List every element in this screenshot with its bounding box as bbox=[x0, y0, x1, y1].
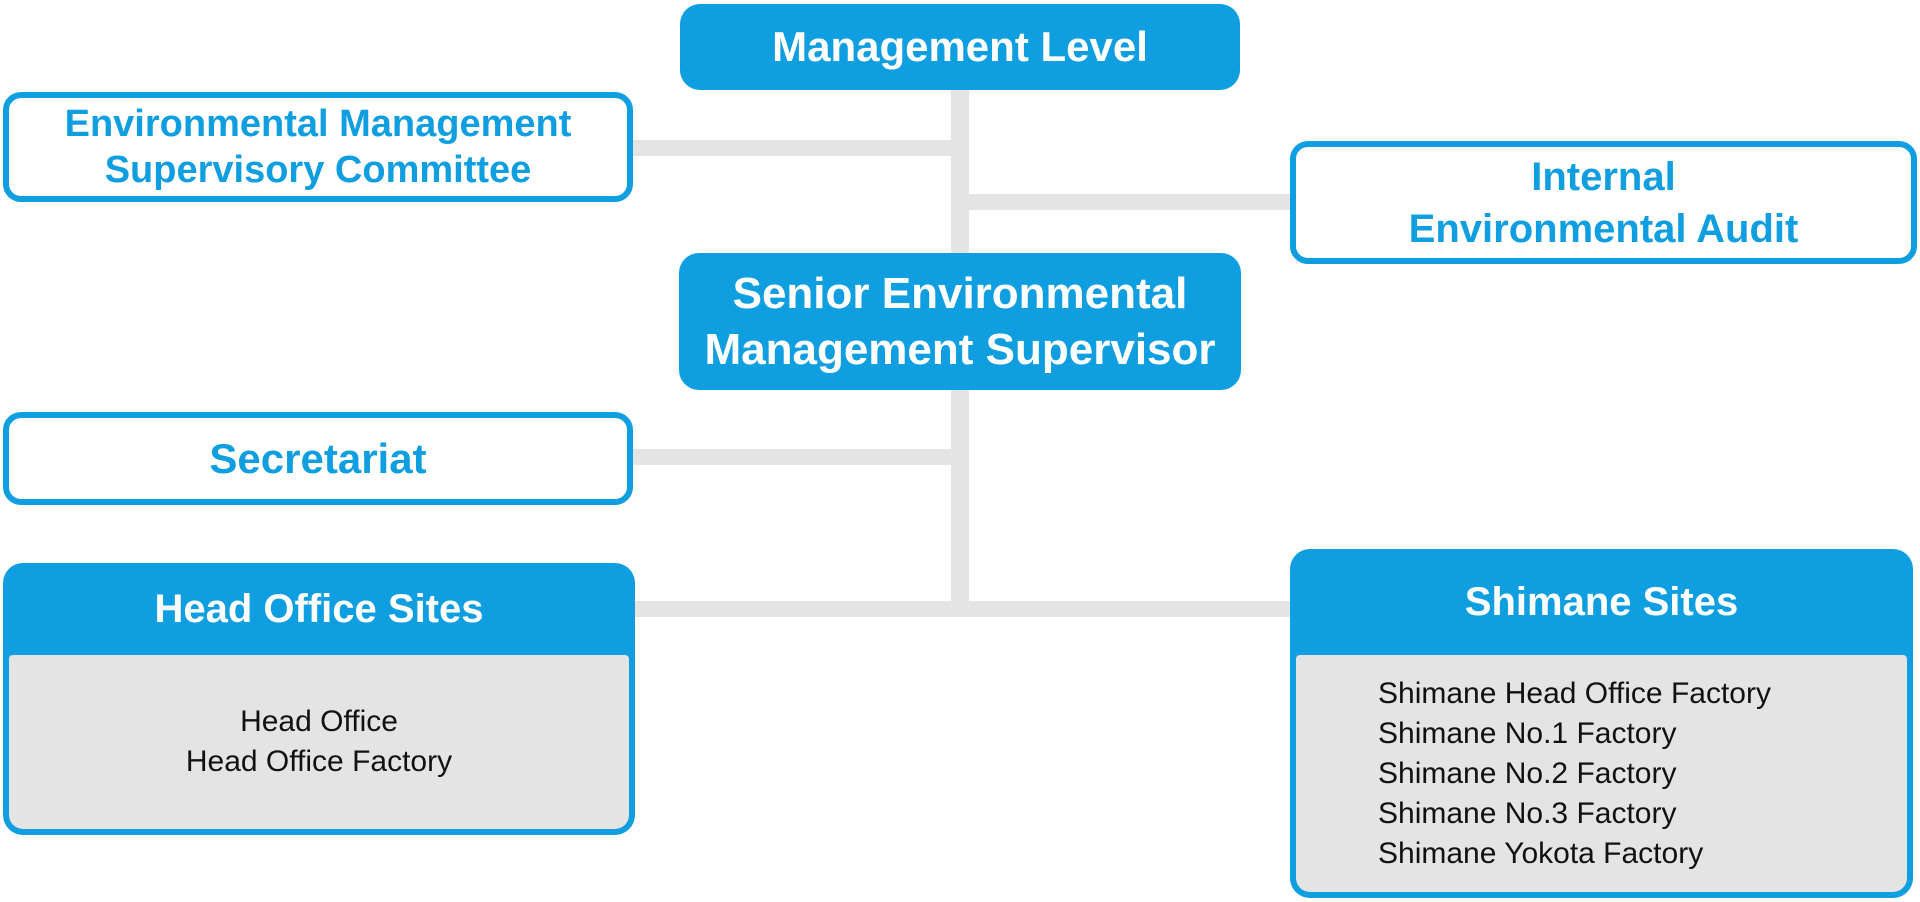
connector-secretariat-branch bbox=[620, 449, 969, 465]
node-internal-environmental-audit: Internal Environmental Audit bbox=[1290, 141, 1917, 264]
site-member: Shimane Head Office Factory bbox=[1378, 676, 1771, 710]
site-member: Shimane No.1 Factory bbox=[1378, 716, 1677, 750]
node-senior-environmental-management-supervisor: Senior Environmental Management Supervis… bbox=[679, 253, 1241, 390]
shimane-sites-header: Shimane Sites bbox=[1290, 549, 1913, 655]
site-member: Head Office bbox=[240, 705, 398, 738]
connector-senior-to-sites bbox=[951, 388, 969, 617]
node-secretariat: Secretariat bbox=[3, 412, 633, 505]
node-secretariat-label: Secretariat bbox=[209, 434, 427, 482]
head-office-sites-member-list: Head Office Head Office Factory bbox=[9, 655, 629, 829]
shimane-sites-member-list: Shimane Head Office Factory Shimane No.1… bbox=[1296, 655, 1907, 892]
node-senior-label: Senior Environmental Management Supervis… bbox=[704, 268, 1216, 374]
connector-committee-branch bbox=[620, 140, 969, 156]
shimane-sites-title: Shimane Sites bbox=[1464, 579, 1739, 624]
node-shimane-sites: Shimane Sites Shimane Head Office Factor… bbox=[1290, 549, 1913, 898]
node-committee-label: Environmental Management Supervisory Com… bbox=[64, 103, 572, 191]
head-office-sites-header: Head Office Sites bbox=[3, 563, 635, 655]
node-audit-label: Internal Environmental Audit bbox=[1408, 154, 1799, 251]
connector-audit-branch bbox=[951, 194, 1292, 210]
node-management-level: Management Level bbox=[680, 4, 1240, 90]
connector-management-to-senior bbox=[951, 88, 969, 255]
connector-sites-branch bbox=[625, 601, 1295, 617]
node-environmental-management-supervisory-committee: Environmental Management Supervisory Com… bbox=[3, 92, 633, 202]
head-office-sites-title: Head Office Sites bbox=[154, 586, 484, 631]
node-head-office-sites: Head Office Sites Head Office Head Offic… bbox=[3, 563, 635, 835]
site-member: Shimane Yokota Factory bbox=[1378, 836, 1704, 870]
node-management-level-label: Management Level bbox=[772, 23, 1148, 70]
site-member: Shimane No.3 Factory bbox=[1378, 796, 1677, 830]
site-member: Head Office Factory bbox=[185, 745, 453, 778]
site-member: Shimane No.2 Factory bbox=[1378, 756, 1677, 790]
